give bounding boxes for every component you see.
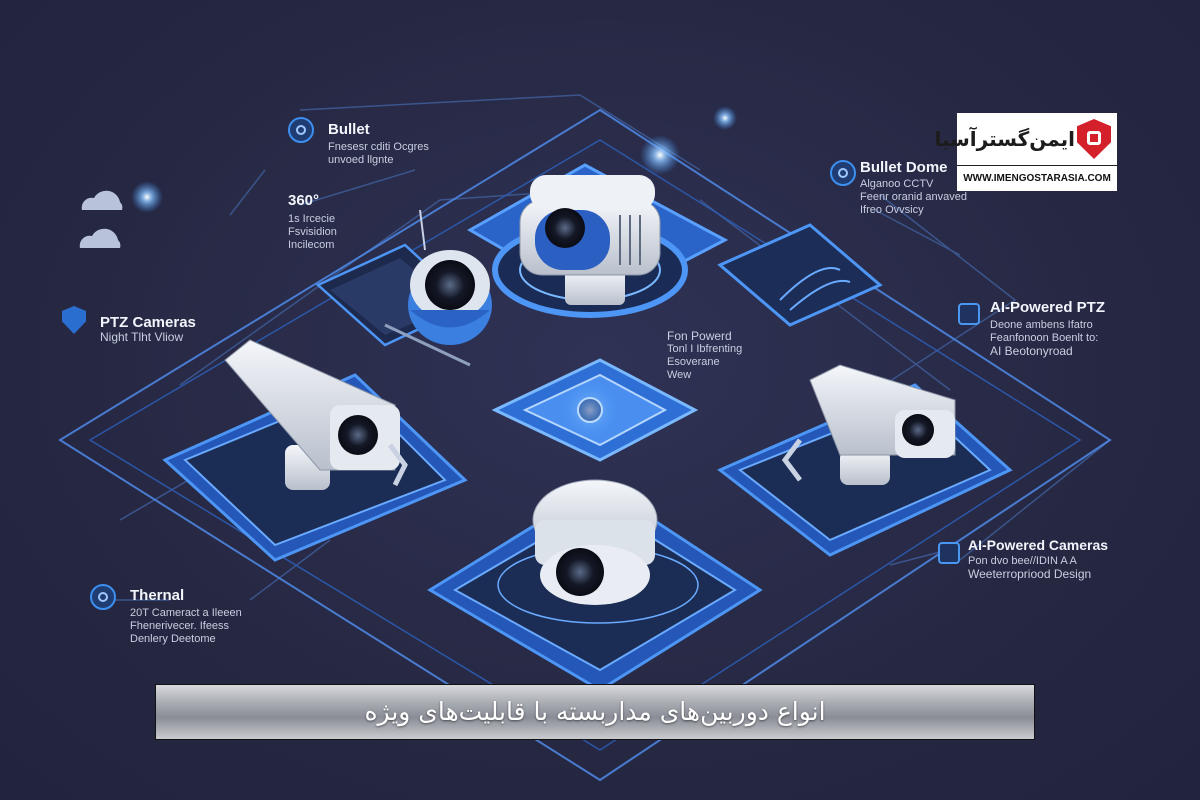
right-strip-panel: [717, 223, 883, 327]
label-thermal-line1: 20T Cameract a Ileeen: [130, 607, 242, 619]
label-thermal-line3: Denlery Deetome: [130, 633, 216, 645]
bottom-dome-camera: [532, 479, 658, 605]
label-center-line4: Wew: [667, 369, 692, 381]
label-ai-ptz: AI-Powered PTZ Deone ambens Ifatro Feanf…: [990, 299, 1105, 358]
label-center-line2: Tonl I Ibfrenting: [667, 343, 743, 355]
label-ai-cameras-line1: Pon dvo bee//IDIN A A: [968, 555, 1077, 567]
label-ai-cameras-line2: Weeterropriood Design: [968, 567, 1092, 581]
label-center-line1: Fon Powerd: [667, 329, 732, 343]
label-ai-ptz-line1: Deone ambens Ifatro: [990, 319, 1093, 331]
label-ptz: PTZ Cameras Night Tlht Vliow: [100, 314, 196, 344]
label-ai-ptz-line3: AI Beotonyroad: [990, 344, 1073, 358]
bullet-dome-icon: [830, 160, 856, 186]
label-ai-cameras: AI-Powered Cameras Pon dvo bee//IDIN A A…: [968, 537, 1108, 581]
label-bullet-line1: Fnesesr cditi Ocgres: [328, 141, 429, 153]
label-bullet-dome-line1: Alganoo CCTV: [860, 178, 934, 190]
label-bullet: Bullet Fnesesr cditi Ocgres unvoed llgnt…: [328, 121, 429, 167]
bullet-icon: [288, 117, 314, 143]
label-360: 360° 1s Ircecie Fsvisidion Incilecom: [288, 192, 337, 252]
label-bullet-dome-line3: Ifreo Ovvsicy: [860, 204, 924, 216]
caption-bar: انواع دوربین‌های مداربسته با قابلیت‌های …: [155, 684, 1035, 740]
label-thermal-line2: Fhenerivecer. Ifeess: [130, 620, 230, 632]
label-ai-cameras-title: AI-Powered Cameras: [968, 537, 1109, 553]
label-bullet-dome: Bullet Dome Alganoo CCTV Feenr oranid an…: [860, 159, 967, 217]
label-bullet-title: Bullet: [328, 121, 370, 138]
label-bullet-dome-title: Bullet Dome: [860, 159, 948, 176]
label-thermal-title: Thernal: [130, 587, 185, 604]
label-360-line3: Incilecom: [288, 239, 335, 251]
label-360-title: 360°: [288, 192, 320, 209]
left-bullet-camera: [224, 339, 408, 490]
camera-ai-icon: [938, 542, 960, 564]
label-center-line3: Esoverane: [667, 356, 720, 368]
right-bullet-camera: [781, 364, 956, 485]
blue-dome-camera: [408, 250, 492, 345]
label-360-line1: 1s Ircecie: [288, 213, 336, 225]
label-bullet-dome-line2: Feenr oranid anvaved: [860, 191, 968, 203]
thermal-icon: [90, 584, 116, 610]
logo-brand-name: ایمن‌گسترآسیا: [934, 127, 1075, 151]
center-platform: [491, 358, 699, 462]
ai-chip-icon: [958, 303, 980, 325]
cloud-icons: [79, 190, 123, 248]
logo-website-url[interactable]: WWW.IMENGOSTARASIA.COM: [957, 165, 1117, 192]
label-ptz-line1: Night Tlht Vliow: [100, 330, 184, 344]
top-bullet-camera: [519, 175, 661, 305]
logo-shield-icon: [1077, 119, 1111, 159]
label-ai-ptz-title: AI-Powered PTZ: [990, 299, 1106, 316]
company-logo[interactable]: ایمن‌گسترآسیا WWW.IMENGOSTARASIA.COM: [934, 113, 1117, 192]
label-thermal: Thernal 20T Cameract a Ileeen Fhenerivec…: [130, 587, 242, 646]
label-bullet-line2: unvoed llgnte: [328, 154, 394, 166]
label-ai-ptz-line2: Feanfonoon Boenlt to:: [990, 332, 1099, 344]
label-360-line2: Fsvisidion: [288, 226, 337, 238]
light-glows: [131, 106, 737, 213]
label-center: Fon Powerd Tonl I Ibfrenting Esoverane W…: [667, 330, 742, 382]
outer-grid-frame: [58, 108, 1112, 782]
label-ptz-title: PTZ Cameras: [100, 314, 196, 331]
caption-text: انواع دوربین‌های مداربسته با قابلیت‌های …: [364, 697, 826, 726]
